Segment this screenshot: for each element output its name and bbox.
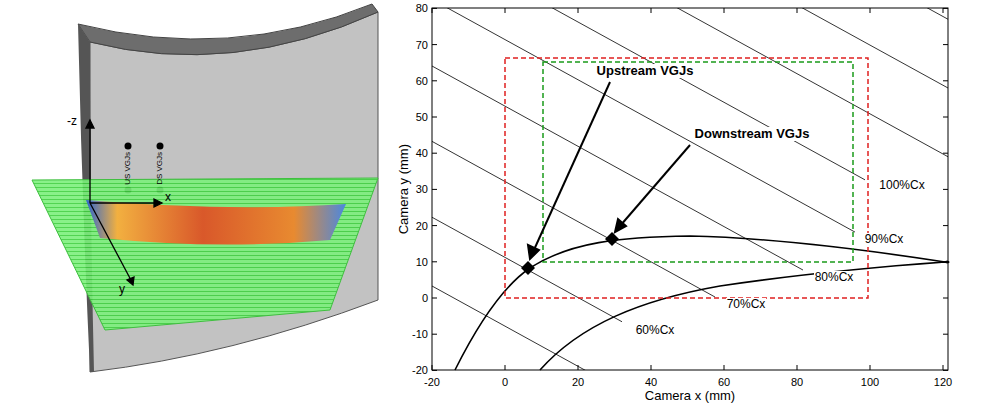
tick-mark bbox=[943, 80, 948, 81]
tick-marks bbox=[432, 8, 948, 370]
tick-mark bbox=[432, 44, 437, 45]
tick-label: 10 bbox=[416, 256, 428, 268]
piv-window bbox=[543, 62, 853, 262]
laser-sheet bbox=[32, 178, 378, 330]
tick-label: 120 bbox=[934, 376, 952, 388]
tick-mark bbox=[943, 261, 948, 262]
tick-mark bbox=[943, 370, 948, 371]
chord-label: 60%Cx bbox=[635, 324, 676, 337]
leader-arrow bbox=[528, 82, 690, 259]
tick-mark bbox=[943, 298, 948, 299]
piv-field bbox=[86, 200, 346, 245]
callout-label: Upstream VGJs bbox=[595, 64, 696, 78]
tick-mark bbox=[651, 365, 652, 370]
tick-mark bbox=[432, 298, 437, 299]
tick-mark bbox=[578, 8, 579, 13]
tick-mark bbox=[724, 365, 725, 370]
coordinate-axes bbox=[86, 120, 162, 285]
axis-label: y bbox=[119, 283, 125, 296]
tick-label: 0 bbox=[502, 376, 508, 388]
axis-label: -z bbox=[67, 115, 77, 128]
tick-mark bbox=[943, 8, 944, 13]
callout-label: Downstream VGJs bbox=[693, 127, 812, 141]
tick-label: -20 bbox=[412, 364, 428, 376]
vgj-hole bbox=[125, 143, 132, 150]
tick-mark bbox=[432, 80, 437, 81]
tick-label: 20 bbox=[416, 220, 428, 232]
tick-mark bbox=[943, 225, 948, 226]
chord-line bbox=[432, 8, 948, 48]
chord-label: 100%Cx bbox=[878, 179, 925, 192]
tick-mark bbox=[870, 8, 871, 13]
chord-lines bbox=[432, 8, 948, 370]
tick-mark bbox=[432, 225, 437, 226]
tick-mark bbox=[943, 8, 948, 9]
tick-mark bbox=[432, 8, 437, 9]
plot-frame bbox=[432, 8, 948, 370]
tick-mark bbox=[943, 44, 948, 45]
axis-title: Camera y (mm) bbox=[397, 144, 411, 234]
tick-mark bbox=[943, 365, 944, 370]
blade-top bbox=[78, 4, 378, 55]
tick-mark bbox=[724, 8, 725, 13]
vgj-marker bbox=[605, 232, 619, 246]
tick-label: 20 bbox=[572, 376, 584, 388]
chord-label: 80%Cx bbox=[814, 271, 855, 284]
tick-label: 80 bbox=[791, 376, 803, 388]
tick-mark bbox=[870, 365, 871, 370]
tick-mark bbox=[943, 334, 948, 335]
tick-mark bbox=[651, 8, 652, 13]
chord-line bbox=[432, 8, 865, 180]
vgj-label: DS VGJs bbox=[156, 152, 165, 185]
vgj-label: US VGJs bbox=[124, 152, 133, 185]
tick-label: -10 bbox=[412, 328, 428, 340]
tick-mark bbox=[432, 153, 437, 154]
chord-line bbox=[432, 8, 855, 232]
tick-label: -20 bbox=[424, 376, 440, 388]
tick-mark bbox=[797, 365, 798, 370]
tick-mark bbox=[432, 334, 437, 335]
tick-mark bbox=[943, 153, 948, 154]
suction-surface bbox=[455, 236, 945, 370]
chord-line bbox=[432, 145, 622, 322]
chord-line bbox=[432, 8, 948, 185]
tick-label: 0 bbox=[422, 292, 428, 304]
tick-label: 50 bbox=[416, 111, 428, 123]
tick-label: 70 bbox=[416, 39, 428, 51]
tick-mark bbox=[432, 189, 437, 190]
tick-mark bbox=[505, 8, 506, 13]
camera-fov bbox=[505, 58, 868, 298]
tick-label: 100 bbox=[861, 376, 879, 388]
tick-mark bbox=[432, 8, 433, 13]
tick-mark bbox=[943, 189, 948, 190]
tick-mark bbox=[943, 117, 948, 118]
tick-label: 40 bbox=[645, 376, 657, 388]
chord-line bbox=[432, 69, 715, 297]
tick-label: 30 bbox=[416, 183, 428, 195]
chord-line bbox=[432, 213, 948, 370]
chord-label: 90%Cx bbox=[864, 233, 905, 246]
vgj-hole bbox=[157, 143, 164, 150]
tick-label: 40 bbox=[416, 147, 428, 159]
tick-mark bbox=[432, 261, 437, 262]
axis-title: Camera x (mm) bbox=[645, 389, 735, 403]
axis-label: x bbox=[165, 191, 171, 204]
tick-mark bbox=[432, 365, 433, 370]
tick-label: 60 bbox=[718, 376, 730, 388]
vgj-marker bbox=[521, 261, 535, 275]
tick-mark bbox=[578, 365, 579, 370]
tick-mark bbox=[432, 370, 437, 371]
tick-mark bbox=[797, 8, 798, 13]
tick-mark bbox=[432, 117, 437, 118]
tick-label: 80 bbox=[416, 2, 428, 14]
pressure-surface bbox=[540, 261, 949, 370]
tick-label: 60 bbox=[416, 75, 428, 87]
tick-mark bbox=[505, 365, 506, 370]
chord-label: 70%Cx bbox=[726, 298, 767, 311]
